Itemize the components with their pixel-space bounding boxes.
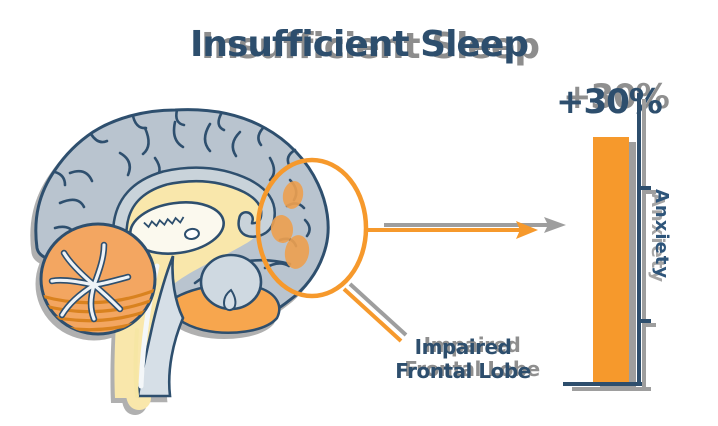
- anxiety-axis-label: Anxiety: [651, 189, 672, 281]
- stem-yellow-stripe: [133, 328, 139, 398]
- axis-tick-top: [637, 186, 651, 190]
- axis-tick-bottom: [637, 319, 651, 323]
- arbor-vitae: [50, 243, 130, 321]
- page-title: Insufficient Sleep: [189, 24, 529, 65]
- chart-baseline: [563, 382, 642, 386]
- chart-axis-line: [637, 93, 641, 384]
- arrow-to-chart: [367, 221, 538, 239]
- bar-value-label: +30%: [556, 82, 663, 122]
- sagittal-brain-icon: [34, 108, 330, 410]
- brain-illustration: [25, 98, 360, 413]
- annotation-shadows: [348, 217, 566, 337]
- callout-label: Impaired Frontal Lobe: [368, 335, 558, 383]
- callout-line1: Impaired: [414, 335, 512, 359]
- callout-line2: Frontal Lobe: [395, 358, 531, 383]
- thalamus: [129, 201, 225, 255]
- anxiety-bar: [593, 137, 629, 383]
- pituitary: [222, 288, 237, 312]
- brainstem: [136, 255, 185, 398]
